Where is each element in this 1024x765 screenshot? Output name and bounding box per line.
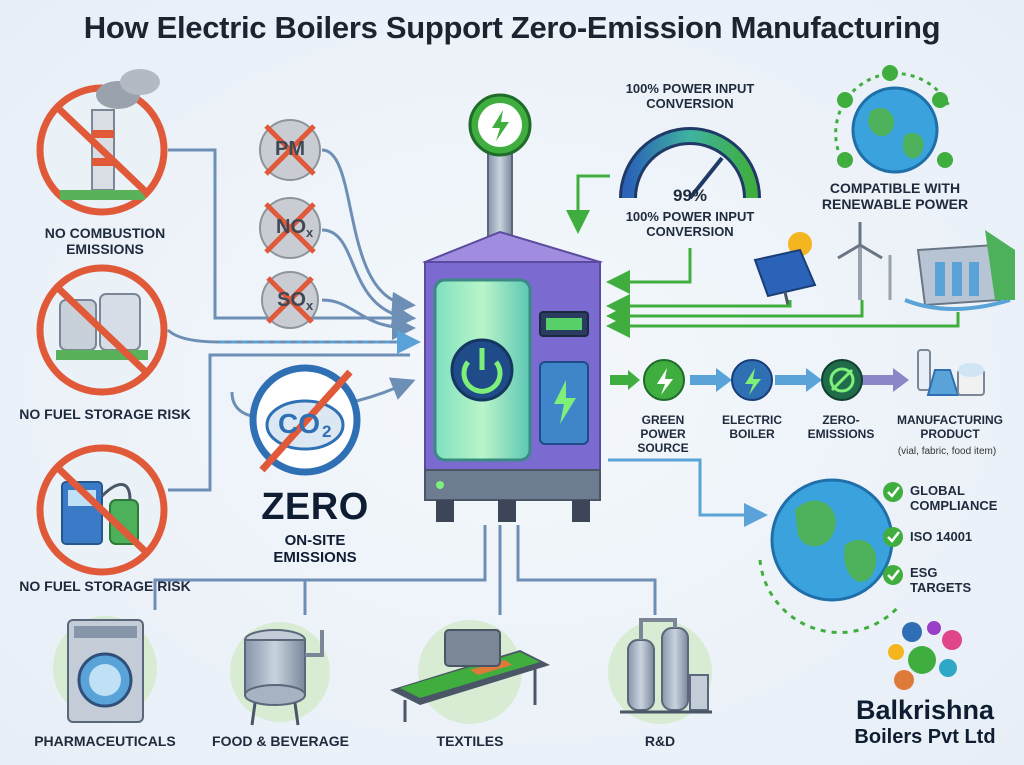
sox-sub: x [306, 298, 314, 313]
connector-pump [168, 353, 410, 492]
flow-product-note: (vial, fabric, food item) [897, 446, 997, 457]
zero-heading: ZERO [261, 486, 369, 528]
label-power-bottom: 100% POWER INPUT CONVERSION [625, 209, 755, 239]
connector-hydro [606, 312, 960, 338]
compliance-esg: ESG TARGETS [910, 565, 972, 595]
flow-zero-emissions: ZERO-EMISSIONS [807, 413, 875, 441]
hydro-dam-icon [904, 230, 1015, 311]
industry-rnd: R&D [644, 733, 676, 749]
no-fuel-pump-icon [36, 444, 168, 576]
brand-name: Balkrishna [855, 695, 995, 725]
connector-food [303, 578, 485, 615]
zero-line-1: ON-SITE [284, 532, 346, 549]
sox-icon [261, 271, 319, 329]
power-gauge-icon [619, 127, 761, 200]
pharmaceuticals-icon [53, 616, 157, 723]
electric-boiler-icon [421, 93, 604, 522]
compliance-globe-icon [758, 478, 902, 634]
pm-icon [259, 119, 321, 181]
page-title: How Electric Boilers Support Zero-Emissi… [83, 10, 941, 45]
nox-icon [259, 197, 321, 259]
connector-storage [166, 328, 410, 344]
globe-checks-icon [834, 65, 953, 174]
label-no-storage-2: NO FUEL STORAGE RISK [19, 578, 191, 594]
label-no-storage-1: NO FUEL STORAGE RISK [19, 406, 191, 422]
nox-text: NO [276, 216, 306, 238]
connector-sox [321, 298, 416, 340]
rnd-icon [608, 618, 712, 724]
industry-pharmaceuticals: PHARMACEUTICALS [34, 733, 176, 749]
connector-rnd [516, 525, 657, 615]
connector-gauge-out [606, 248, 692, 294]
textiles-icon [390, 620, 550, 724]
check-icons [883, 482, 903, 585]
compliance-global: GLOBAL COMPLIANCE [910, 483, 998, 513]
label-renewable: COMPATIBLE WITH RENEWABLE POWER [821, 180, 969, 213]
wind-turbine-icon [837, 222, 892, 300]
brand-logo-icon [888, 621, 962, 690]
connector-compliance [608, 458, 768, 527]
manufacturing-product-icon [917, 349, 985, 396]
flow-manufacturing-product: MANUFACTURING PRODUCT [897, 413, 1003, 441]
no-combustion-icon [36, 69, 168, 216]
brand-tagline: Boilers Pvt Ltd [854, 726, 996, 748]
solar-panel-icon [753, 232, 817, 306]
connector-nox [321, 228, 416, 328]
gauge-value: 99% [672, 186, 708, 205]
compliance-iso: ISO 14001 [910, 529, 973, 544]
co2-sub: 2 [322, 422, 332, 441]
label-no-combustion: NO COMBUSTION EMISSIONS [44, 225, 166, 258]
co2-text: CO [278, 408, 320, 439]
connector-solar [606, 294, 792, 318]
co2-icon [249, 364, 361, 476]
connector-gauge-in [566, 174, 610, 234]
industry-textiles: TEXTILES [436, 733, 504, 749]
nox-sub: x [306, 225, 314, 240]
flow-electric-boiler: ELECTRIC BOILER [722, 413, 782, 441]
connector-pm [321, 148, 416, 316]
zero-subtitle: ON-SITE EMISSIONS [250, 532, 380, 567]
zero-line-2: EMISSIONS [273, 549, 357, 567]
flow-arrows [610, 368, 909, 392]
no-fuel-storage-icon [36, 264, 168, 396]
food-beverage-icon [230, 622, 330, 726]
green-power-icon [643, 359, 685, 401]
zero-emissions-icon [821, 359, 863, 401]
industry-food-beverage: FOOD & BEVERAGE [212, 733, 349, 749]
label-power-top: 100% POWER INPUT CONVERSION [625, 81, 755, 111]
sox-text: SO [277, 289, 306, 311]
flow-green-power: GREEN POWER SOURCE [637, 413, 689, 455]
pm-text: PM [275, 138, 305, 160]
electric-boiler-small-icon [731, 359, 773, 401]
connector-wind [606, 300, 864, 328]
